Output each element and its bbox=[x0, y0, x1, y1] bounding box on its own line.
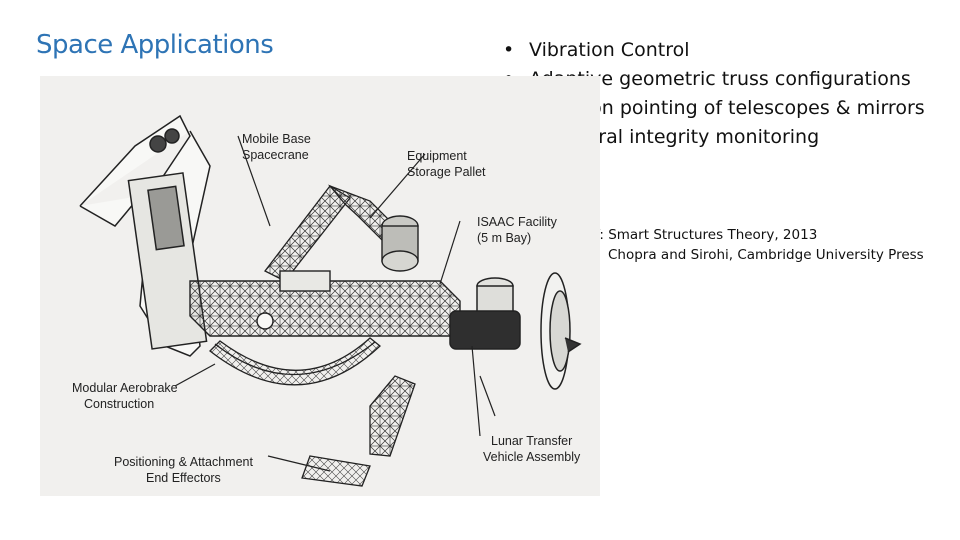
reference-line-2: Chopra and Sirohi, Cambridge University … bbox=[608, 247, 924, 263]
callout-leaders bbox=[174, 135, 481, 472]
bullet-item: •Vibration Control bbox=[503, 36, 925, 65]
shuttle-shape bbox=[79, 114, 211, 357]
truss-beam bbox=[189, 270, 461, 337]
reference-citation: Ref: Smart Structures Theory, 2013 Chopr… bbox=[578, 225, 924, 265]
lunar-vehicle-shape bbox=[449, 272, 582, 417]
aerobrake-shape bbox=[209, 337, 381, 386]
callout-isaac-facility: ISAAC Facility (5 m Bay) bbox=[477, 215, 557, 245]
callout-lunar-vehicle: Lunar Transfer Vehicle Assembly bbox=[483, 434, 581, 464]
callout-equipment-pallet: Equipment Storage Pallet bbox=[407, 149, 486, 179]
reference-line-1: Ref: Smart Structures Theory, 2013 bbox=[578, 227, 818, 243]
callout-mobile-base: Mobile Base Spacecrane bbox=[242, 132, 311, 162]
slide-title: Space Applications bbox=[36, 30, 274, 60]
bullet-dot-icon: • bbox=[503, 39, 515, 61]
callout-positioning: Positioning & Attachment End Effectors bbox=[114, 455, 253, 485]
equipment-pallet-shape bbox=[381, 215, 419, 272]
spacecrane-illustration: Mobile Base Spacecrane Equipment Storage… bbox=[40, 76, 600, 496]
bullet-list: •Vibration Control •Adaptive geometric t… bbox=[503, 36, 925, 152]
callout-aerobrake: Modular Aerobrake Construction bbox=[72, 381, 178, 411]
spacecrane-drawing bbox=[40, 76, 600, 496]
